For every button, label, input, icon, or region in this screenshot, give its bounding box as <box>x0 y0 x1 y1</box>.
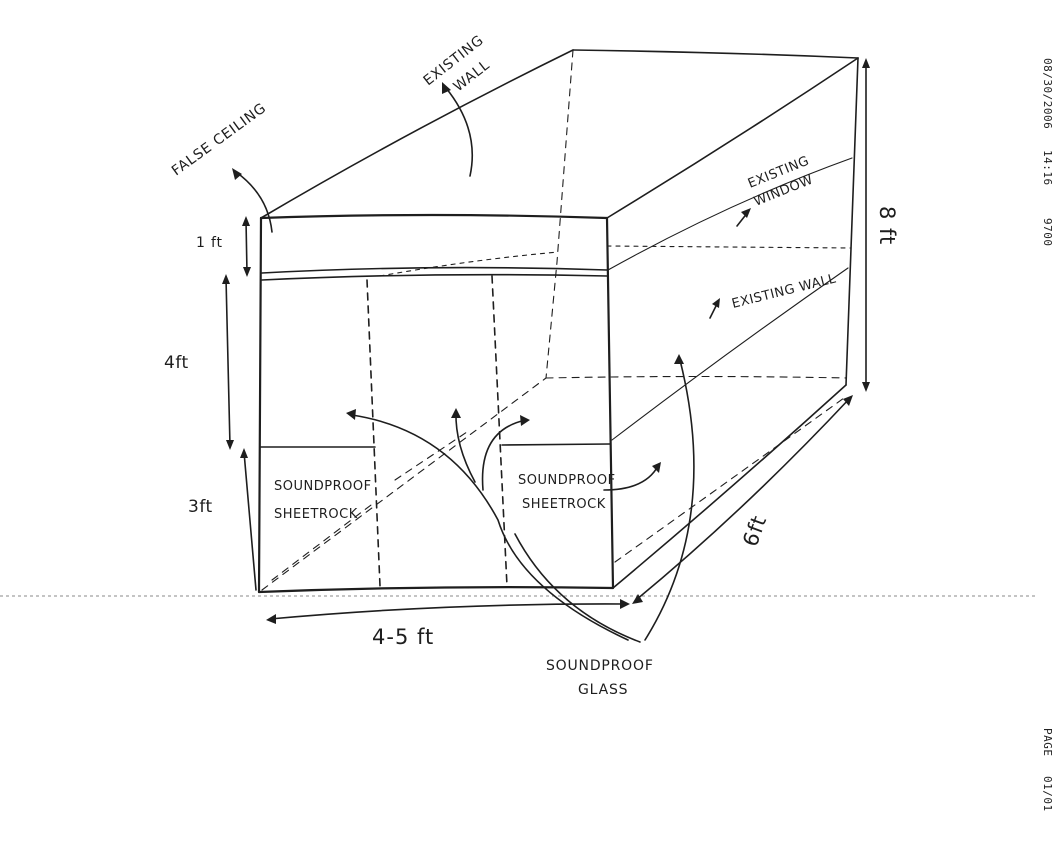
box-structure <box>257 49 859 594</box>
fax-page-number: 01/01 <box>1041 776 1054 812</box>
dim-depth: 6ft <box>738 512 771 550</box>
fax-time: 14:16 <box>1041 150 1054 186</box>
dim-total-height: 8 ft <box>875 206 899 245</box>
right-face-back-edge <box>845 57 859 386</box>
callout-arrows <box>232 82 751 643</box>
label-soundproof-glass-2: GLASS <box>578 682 628 698</box>
right-face-bottom-edge <box>612 384 847 589</box>
door-left-dashed <box>366 279 381 587</box>
top-face-back-edge <box>572 49 859 59</box>
front-glass-diagonal-left <box>271 501 376 581</box>
label-false-ceiling: FALSE CEILING <box>169 100 270 179</box>
dim-ceiling-band: 1 ft <box>196 235 223 251</box>
labels: EXISTING WALL FALSE CEILING EXISTING WIN… <box>169 32 838 698</box>
fax-page-label: PAGE <box>1041 728 1054 757</box>
front-face-left-edge <box>257 216 263 594</box>
front-face-right-edge <box>605 216 615 590</box>
right-face-mid-edge <box>607 157 853 271</box>
dim-sheetrock-height: 3ft <box>188 497 213 517</box>
ceiling-band-line-lower <box>261 273 608 281</box>
dimension-arrows <box>222 58 870 624</box>
dim-glass-height: 4ft <box>164 353 189 373</box>
front-face-bottom-edge <box>257 586 615 594</box>
right-face-floor-dash <box>614 397 845 563</box>
label-sheetrock-left-2: SHEETROCK <box>274 507 358 522</box>
hidden-back-floor <box>545 375 847 379</box>
fax-date: 08/30/2006 <box>1041 58 1054 129</box>
sheetrock-right-top <box>501 443 611 446</box>
fax-header: 08/30/2006 14:16 9700 PAGE 01/01 <box>1041 58 1054 812</box>
label-sheetrock-left-1: SOUNDPROOF <box>274 479 372 494</box>
top-face-left-edge <box>260 49 574 219</box>
front-face-top-edge <box>259 213 609 220</box>
front-glass-diagonal-right <box>394 429 471 481</box>
label-existing-wall-side: EXISTING WALL <box>730 271 838 311</box>
door-right-dashed <box>491 275 508 587</box>
hidden-ceiling-back <box>606 245 851 249</box>
hidden-back-vertical <box>545 49 574 379</box>
label-soundproof-glass-1: SOUNDPROOF <box>546 658 654 674</box>
label-sheetrock-right-2: SHEETROCK <box>522 497 606 512</box>
ceiling-band-line-upper <box>261 266 608 274</box>
fax-number: 9700 <box>1041 218 1054 247</box>
dim-width: 4-5 ft <box>372 625 434 649</box>
hidden-floor-diagonal <box>261 377 547 591</box>
hidden-ceiling-left <box>379 251 559 277</box>
label-sheetrock-right-1: SOUNDPROOF <box>518 473 616 488</box>
right-face-lower-edge <box>611 267 849 441</box>
top-face-right-edge <box>606 57 859 219</box>
